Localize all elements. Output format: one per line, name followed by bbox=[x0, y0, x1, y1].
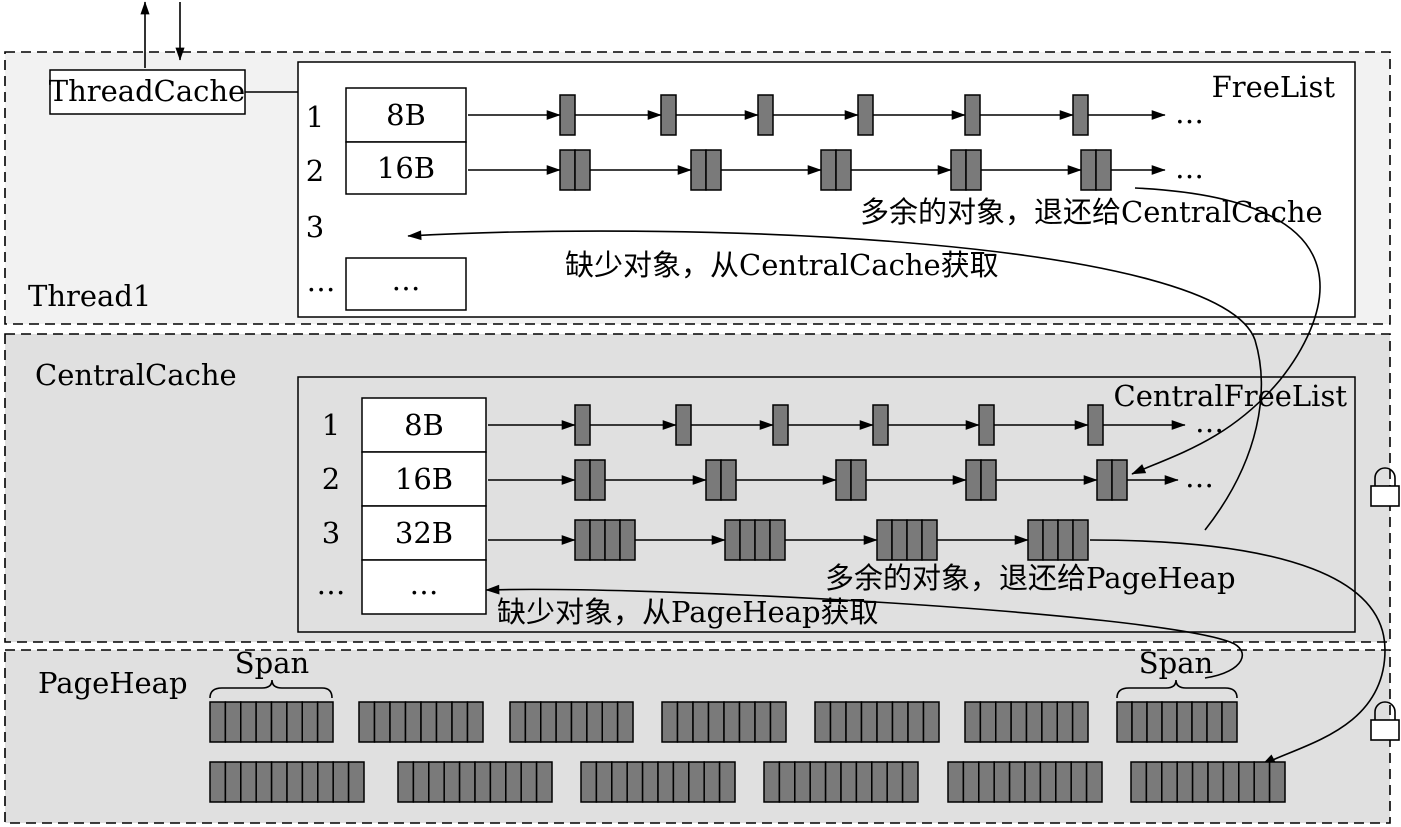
span-block bbox=[814, 701, 940, 743]
span-block bbox=[947, 761, 1103, 803]
fetch-from-central-curve bbox=[407, 230, 1263, 531]
freelist-title: FreeList bbox=[1212, 70, 1336, 104]
span-block bbox=[1130, 761, 1286, 803]
thread-freelist-row-1 bbox=[468, 94, 1166, 136]
thread-cache-label: ThreadCache bbox=[49, 74, 245, 108]
span-block bbox=[580, 761, 736, 803]
central-row-4-index: … bbox=[317, 567, 346, 601]
central-size-3: 32B bbox=[395, 516, 453, 550]
span-block bbox=[397, 761, 553, 803]
central-size-2: 16B bbox=[395, 462, 453, 496]
thread-freelist-row-2 bbox=[468, 149, 1166, 191]
span-block bbox=[509, 701, 634, 743]
thread-row-2-index: 2 bbox=[306, 154, 324, 188]
span-block bbox=[209, 701, 334, 743]
central-freelist-title: CentralFreeList bbox=[1114, 379, 1348, 413]
thread-size-slot-4 bbox=[345, 257, 467, 311]
central-row-1-index: 1 bbox=[322, 408, 340, 442]
central-size-1: 8B bbox=[404, 408, 444, 442]
span-brace-right bbox=[1116, 679, 1238, 699]
thread-size-slot-2 bbox=[345, 141, 467, 195]
thread-row-2-ellipsis: … bbox=[1175, 151, 1204, 185]
central-freelist-row-3 bbox=[488, 519, 1089, 561]
span-block bbox=[661, 701, 787, 743]
thread-fetch-note: 缺少对象，从CentralCache获取 bbox=[565, 248, 999, 282]
central-size-slot-1 bbox=[361, 397, 487, 453]
central-return-note: 多余的对象，退还给PageHeap bbox=[825, 561, 1236, 595]
span-block bbox=[358, 701, 484, 743]
thread-size-1: 8B bbox=[386, 98, 426, 132]
span-label-right: Span bbox=[1139, 646, 1213, 680]
thread-row-3-index: 3 bbox=[306, 210, 324, 244]
central-size-slot-2 bbox=[361, 451, 487, 507]
span-row-1 bbox=[209, 701, 1238, 743]
span-brace-left bbox=[209, 679, 333, 699]
central-row-1-ellipsis: … bbox=[1195, 405, 1224, 439]
central-section-label: CentralCache bbox=[35, 358, 237, 392]
span-label-left: Span bbox=[235, 646, 309, 680]
central-row-3-index: 3 bbox=[322, 516, 340, 550]
central-size-slot-3 bbox=[361, 505, 487, 561]
central-size-slot-4 bbox=[361, 559, 487, 615]
central-freelist-row-2 bbox=[488, 459, 1179, 501]
central-freelist-row-1 bbox=[488, 404, 1186, 446]
thread-size-4: … bbox=[392, 263, 421, 297]
span-block bbox=[1116, 701, 1238, 743]
fetch-from-pageheap-curve bbox=[485, 584, 1244, 679]
thread-return-note: 多余的对象，退还给CentralCache bbox=[860, 195, 1323, 229]
central-fetch-note: 缺少对象，从PageHeap获取 bbox=[497, 595, 879, 629]
span-block bbox=[964, 701, 1089, 743]
span-row-2 bbox=[209, 761, 1286, 803]
thread-row-1-ellipsis: … bbox=[1175, 96, 1204, 130]
span-block bbox=[209, 761, 365, 803]
thread-section-label: Thread1 bbox=[28, 279, 151, 313]
central-row-2-ellipsis: … bbox=[1185, 460, 1214, 494]
thread-row-4-index: … bbox=[307, 264, 336, 298]
lock-icon bbox=[1370, 701, 1400, 741]
thread-size-2: 16B bbox=[377, 151, 435, 185]
thread-size-slot-1 bbox=[345, 87, 467, 143]
pageheap-section-label: PageHeap bbox=[38, 666, 188, 700]
thread-row-1-index: 1 bbox=[306, 100, 324, 134]
central-size-4: … bbox=[410, 567, 439, 601]
return-to-pageheap-curve bbox=[1089, 539, 1386, 766]
span-block bbox=[763, 761, 919, 803]
return-to-central-curve bbox=[1131, 187, 1321, 475]
central-row-2-index: 2 bbox=[322, 462, 340, 496]
lock-icon bbox=[1370, 467, 1400, 507]
